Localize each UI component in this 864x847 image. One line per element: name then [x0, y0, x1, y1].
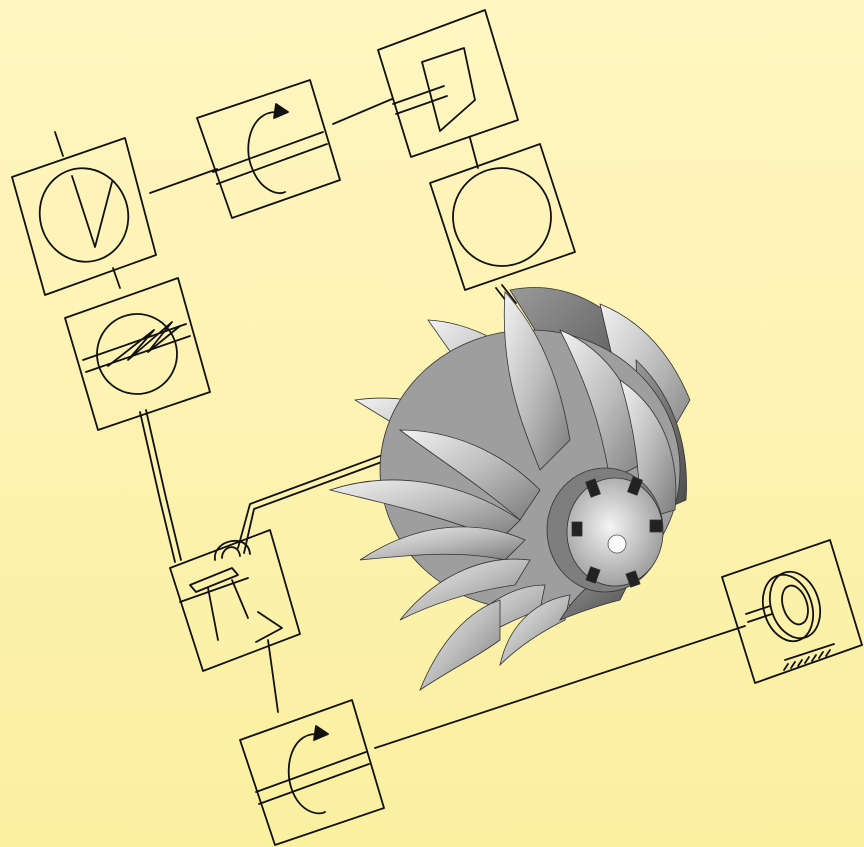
impeller-hub	[547, 468, 663, 592]
